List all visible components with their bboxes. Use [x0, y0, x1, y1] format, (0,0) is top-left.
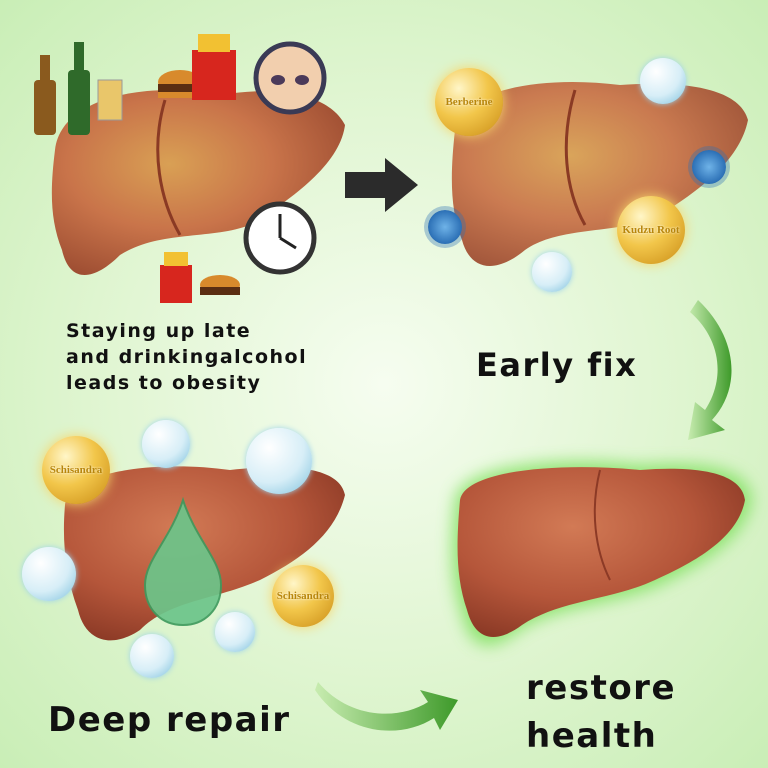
dark-right-arrow-icon: [345, 158, 418, 212]
herb-bubble: [130, 634, 174, 678]
curved-green-arrow-down-icon: [688, 300, 732, 440]
bubble-label: Kudzu Root: [622, 224, 680, 236]
herb-bubble: [640, 58, 686, 104]
fatty-liver: [51, 90, 345, 276]
burger-icon: [158, 70, 202, 98]
virus-icon: [692, 150, 726, 184]
leaf-bubble: [215, 612, 255, 652]
bubble-label: Schisandra: [49, 464, 103, 476]
early-fix-liver: [451, 82, 748, 267]
caption-line: restore: [526, 668, 677, 708]
burger-icon: [200, 275, 240, 295]
virus-icon: [428, 210, 462, 244]
tired-face-icon: [253, 41, 327, 115]
caption-line: Staying up late: [66, 320, 252, 342]
alcohol-bottles-icon: [34, 42, 123, 135]
ginseng-bubble: [246, 428, 312, 494]
herb-bubble: [142, 420, 190, 468]
cause-caption: Staying up late and drinkingalcohol lead…: [66, 318, 307, 396]
herb-bubble: [532, 252, 572, 292]
healthy-liver: [457, 467, 745, 637]
caption-line: health: [526, 716, 658, 756]
berberine-bubble: Berberine: [435, 68, 503, 136]
curved-green-arrow-right-icon: [315, 682, 458, 731]
early-fix-caption: Early fix: [476, 346, 638, 384]
green-droplet-icon: [143, 496, 223, 627]
schisandra-bubble: Schisandra: [42, 436, 110, 504]
bubble-label: Berberine: [445, 96, 493, 108]
fries-icon: [160, 252, 192, 303]
ginseng-bubble: [22, 547, 76, 601]
caption-line: and drinkingalcohol: [66, 346, 308, 368]
restore-health-caption: restore health: [526, 664, 676, 760]
clock-icon: [243, 201, 317, 275]
deep-repair-caption: Deep repair: [48, 700, 291, 740]
bubble-label: Schisandra: [276, 590, 330, 602]
schisandra-bubble: Schisandra: [272, 565, 334, 627]
caption-line: leads to obesity: [66, 372, 262, 394]
kudzu-root-bubble: Kudzu Root: [617, 196, 685, 264]
fries-icon: [192, 34, 236, 100]
